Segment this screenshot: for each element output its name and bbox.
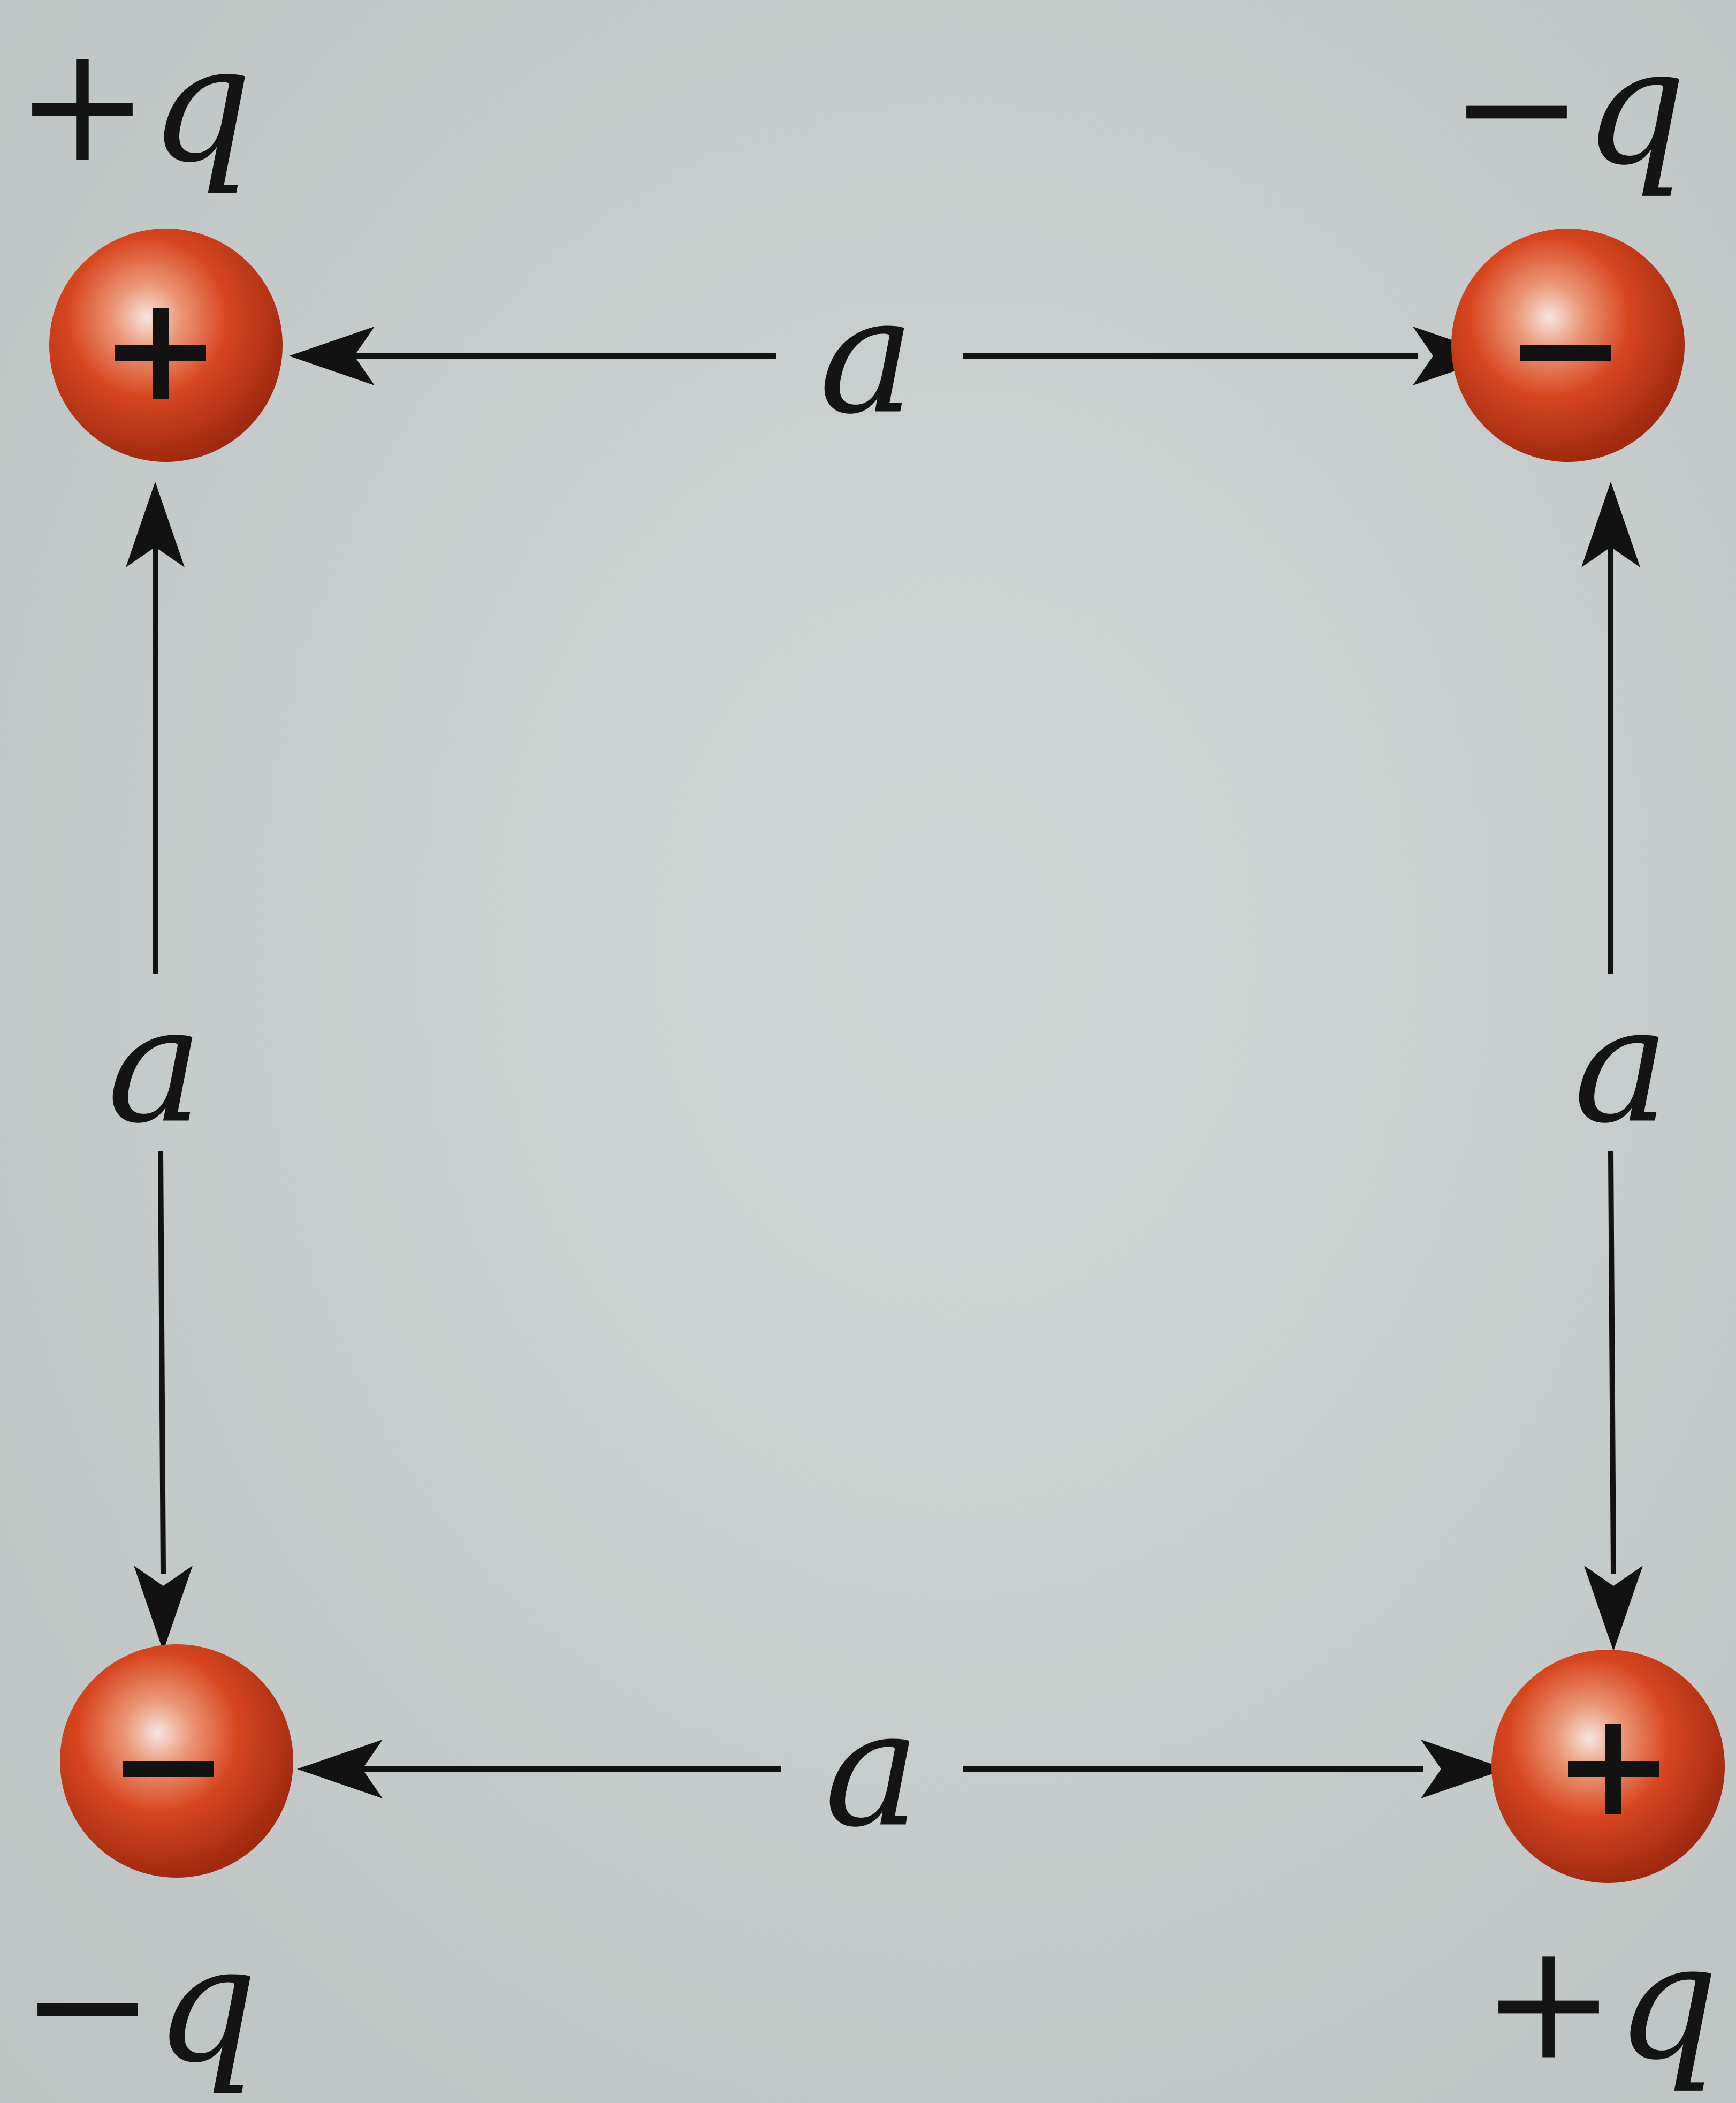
charge-top-left: +q (15, 11, 283, 462)
dimension-right-label: a (1574, 972, 1670, 1159)
dimension-top: a (289, 263, 1498, 450)
dimension-bottom-label: a (825, 1676, 920, 1863)
dimension-bottom: a (297, 1676, 1506, 1863)
dimension-right-line-bottom (1608, 1150, 1616, 1574)
arrow-head-down-icon (1584, 1566, 1643, 1651)
arrow-head-left-icon (289, 327, 375, 385)
dimension-left-label: a (108, 972, 203, 1159)
charge-label: +q (1481, 1909, 1718, 2096)
arrow-head-down-icon (134, 1566, 193, 1651)
arrow-head-right-icon (1421, 1740, 1506, 1798)
charge-label: −q (20, 1911, 257, 2098)
charge-label: −q (1449, 14, 1686, 201)
arrow-head-left-icon (297, 1740, 383, 1798)
charge-top-right: −q (1449, 14, 1687, 462)
charge-label: +q (15, 11, 252, 198)
charge-bottom-left: −q (20, 1644, 293, 2098)
dimension-left: a (108, 482, 203, 1651)
arrow-head-up-icon (1581, 482, 1640, 567)
charge-bottom-right: +q (1481, 1650, 1725, 2096)
arrow-head-up-icon (126, 482, 185, 567)
dimension-left-line-bottom (158, 1150, 166, 1574)
dimension-right: a (1574, 482, 1670, 1651)
dimension-top-label: a (819, 263, 915, 450)
